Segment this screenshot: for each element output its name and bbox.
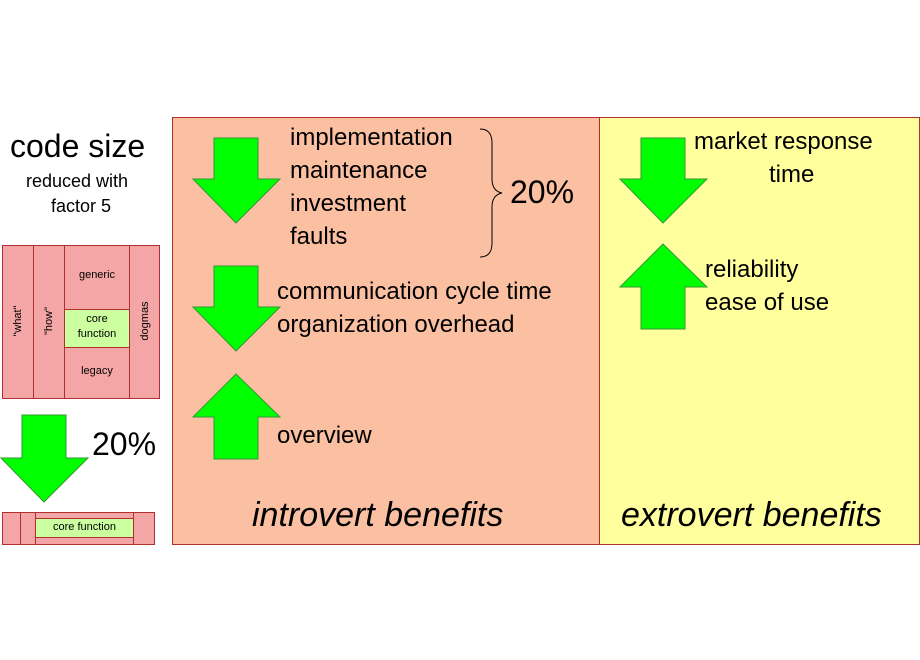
code-size-reduction-percent: 20% xyxy=(92,426,157,462)
introvert-down-arrow-2 xyxy=(192,265,282,352)
introvert-up-arrow xyxy=(192,373,282,460)
item-ease-of-use: ease of use xyxy=(705,289,830,316)
reduced-divider-1 xyxy=(20,512,21,545)
item-organization-overhead: organization overhead xyxy=(277,311,515,338)
code-size-title: code size xyxy=(10,128,146,164)
code-block-hline-1 xyxy=(64,309,130,310)
dogmas-label: dogmas xyxy=(139,301,151,341)
group1-percent: 20% xyxy=(510,174,575,210)
extrovert-up-arrow xyxy=(619,243,709,330)
extrovert-down-arrow xyxy=(619,137,709,224)
item-maintenance: maintenance xyxy=(290,157,428,184)
item-overview: overview xyxy=(277,422,372,449)
how-label: "how" xyxy=(43,307,55,335)
code-size-down-arrow xyxy=(0,414,90,503)
item-reliability: reliability xyxy=(705,256,799,283)
core-label-line2: function xyxy=(77,328,117,340)
item-communication-cycle-time: communication cycle time xyxy=(277,278,552,305)
code-block-hline-2 xyxy=(64,347,130,348)
reduced-core-label: core function xyxy=(53,521,116,533)
code-size-subtitle-line2: factor 5 xyxy=(51,196,112,216)
item-investment: investment xyxy=(290,190,407,217)
what-label: "what" xyxy=(12,305,24,337)
code-block-divider-2 xyxy=(64,245,65,399)
reduced-core-box xyxy=(36,518,133,538)
item-faults: faults xyxy=(290,223,348,250)
market-response-line2: time xyxy=(769,161,815,188)
introvert-down-arrow-1 xyxy=(192,137,282,224)
code-block-divider-1 xyxy=(33,245,34,399)
grouping-brace xyxy=(479,128,503,258)
reduced-divider-3 xyxy=(133,512,134,545)
core-label-line1: core xyxy=(86,313,108,325)
item-implementation: implementation xyxy=(290,124,453,151)
extrovert-benefits-label: extrovert benefits xyxy=(621,496,882,534)
code-size-subtitle-line1: reduced with xyxy=(26,171,129,191)
reduced-divider-2 xyxy=(35,512,36,545)
code-block-divider-3 xyxy=(129,245,130,399)
generic-label: generic xyxy=(78,269,116,281)
legacy-label: legacy xyxy=(81,365,113,377)
market-response-line1: market response xyxy=(694,128,873,155)
introvert-benefits-label: introvert benefits xyxy=(252,496,504,534)
core-function-box xyxy=(65,310,129,347)
